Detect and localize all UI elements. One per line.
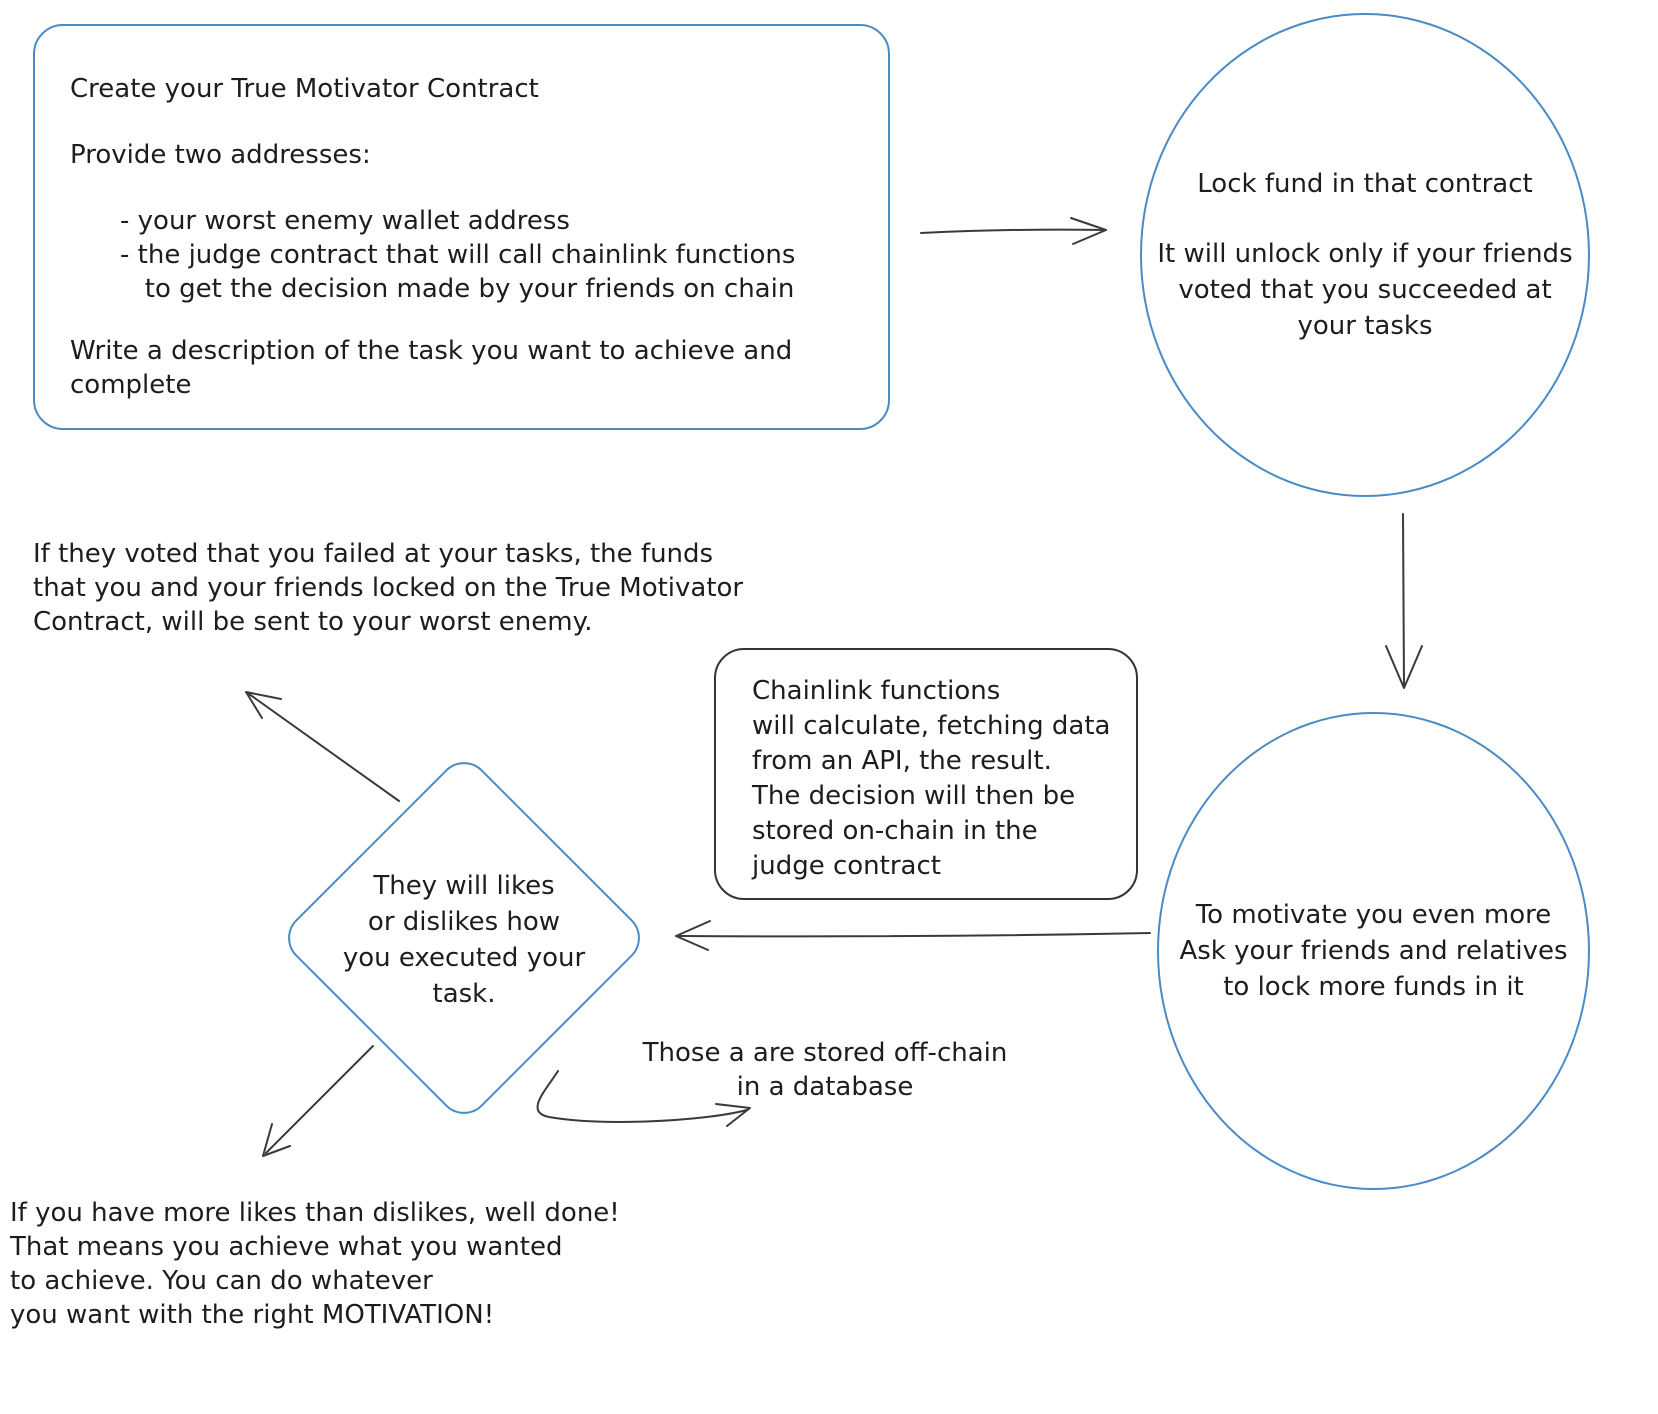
offchain-note: Those a are stored off-chain in a databa… (642, 1038, 1008, 1102)
create-contract-subtitle: Provide two addresses: (70, 140, 371, 170)
lock-fund-node: Lock fund in that contract It will unloc… (1140, 13, 1590, 497)
motivate-node: To motivate you even more Ask your frien… (1157, 712, 1590, 1190)
arrow-create-to-lock (920, 217, 1107, 245)
arrow-lock-to-motivate (1385, 513, 1423, 689)
create-contract-footer: Write a description of the task you want… (70, 336, 793, 400)
chainlink-node: Chainlink functions will calculate, fetc… (714, 648, 1138, 900)
chainlink-text: Chainlink functions will calculate, fetc… (752, 676, 1111, 881)
motivate-text: To motivate you even more Ask your frien… (1179, 900, 1568, 1002)
vote-diamond-text: They will likes or dislikes how you exec… (342, 871, 586, 1009)
arrow-diamond-to-failed-note (245, 691, 400, 802)
create-contract-bullets: - your worst enemy wallet address - the … (120, 206, 796, 304)
arrow-diamond-to-success-note (262, 1045, 374, 1157)
lock-fund-line1: Lock fund in that contract (1197, 169, 1533, 199)
lock-fund-line2: It will unlock only if your friends vote… (1157, 239, 1573, 341)
create-contract-node: Create your True Motivator Contract Prov… (33, 24, 890, 430)
failed-note: If they voted that you failed at your ta… (33, 539, 744, 637)
arrow-motivate-to-diamond (675, 920, 1151, 951)
success-note: If you have more likes than dislikes, we… (10, 1198, 620, 1330)
create-contract-title: Create your True Motivator Contract (70, 74, 539, 104)
